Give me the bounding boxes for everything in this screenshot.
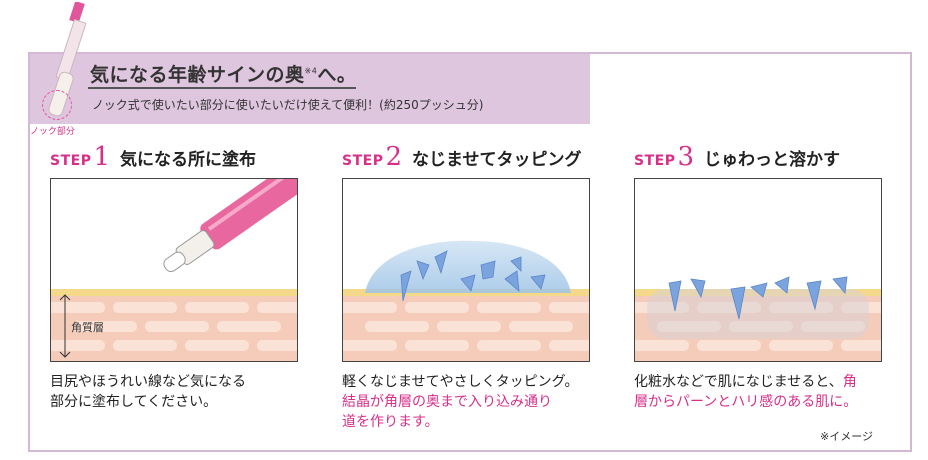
step-1-text: 気になる所に塗布 — [120, 150, 257, 170]
step-2-word: STEP — [342, 153, 384, 169]
step-3-illustration — [634, 178, 882, 362]
step-3-number: 3 — [677, 142, 695, 172]
step-1-number: 1 — [93, 142, 111, 172]
step-2-caption-pink-line-2: 道を作ります。 — [342, 414, 439, 430]
heading-suffix: へ。 — [317, 64, 357, 86]
heading-footnote-mark: ※4 — [304, 66, 318, 76]
step-2-title: STEP 2 なじませてタッピング — [342, 142, 582, 172]
step-1-word: STEP — [50, 153, 92, 169]
step-3-caption-line-2: 層からパーンとハリ感のある肌に。 — [634, 394, 858, 410]
step-1-skin-diagram — [51, 179, 297, 361]
step-2-skin-diagram — [343, 240, 589, 361]
heading-underline — [88, 87, 356, 89]
step-3-word: STEP — [634, 153, 676, 169]
heading-text: 気になる年齢サインの奥 — [90, 64, 305, 86]
step-1-illustration: 角質層 — [50, 178, 298, 362]
step-2-text: なじませてタッピング — [412, 150, 582, 170]
step-3-skin-diagram — [635, 276, 881, 361]
step-2-caption-line-1: 軽くなじませてやさしくタッピング。 — [342, 374, 579, 390]
header-band — [30, 54, 590, 124]
stratum-corneum-label: 角質層 — [71, 321, 104, 334]
step-2-caption: 軽くなじませてやさしくタッピング。 結晶が角層の奥まで入り込み通り 道を作ります… — [342, 372, 578, 432]
step-2-caption-pink-line-1: 結晶が角層の奥まで入り込み通り — [342, 394, 552, 410]
knock-label: ノック部分 — [30, 127, 75, 137]
step-3-caption-line-1: 化粧水などで肌になじませると、角 — [634, 372, 857, 392]
image-note: ※イメージ — [820, 430, 873, 443]
step-3-caption-part-1: 化粧水などで肌になじませると、 — [634, 374, 843, 390]
knock-highlight-ring — [42, 90, 72, 120]
step-1-title: STEP 1 気になる所に塗布 — [50, 142, 256, 172]
step-3-text: じゅわっと溶かす — [704, 150, 841, 170]
page-heading: 気になる年齢サインの奥※4へ。 — [90, 60, 356, 87]
step-1-caption: 目尻やほうれい線など気になる 部分に塗布してください。 — [50, 372, 246, 412]
step-2-number: 2 — [385, 142, 403, 172]
step-3-title: STEP 3 じゅわっと溶かす — [634, 142, 840, 172]
header-subnote: ノック式で使いたい部分に使いたいだけ使えて便利！(約250プッシュ分) — [92, 98, 484, 112]
step-3-caption: 化粧水などで肌になじませると、角 層からパーンとハリ感のある肌に。 — [634, 372, 857, 412]
step-2-illustration — [342, 178, 590, 362]
step-3-caption-part-2: 角 — [842, 374, 857, 390]
step-1-caption-line-2: 部分に塗布してください。 — [50, 394, 218, 410]
step-1-caption-line-1: 目尻やほうれい線など気になる — [50, 374, 246, 390]
